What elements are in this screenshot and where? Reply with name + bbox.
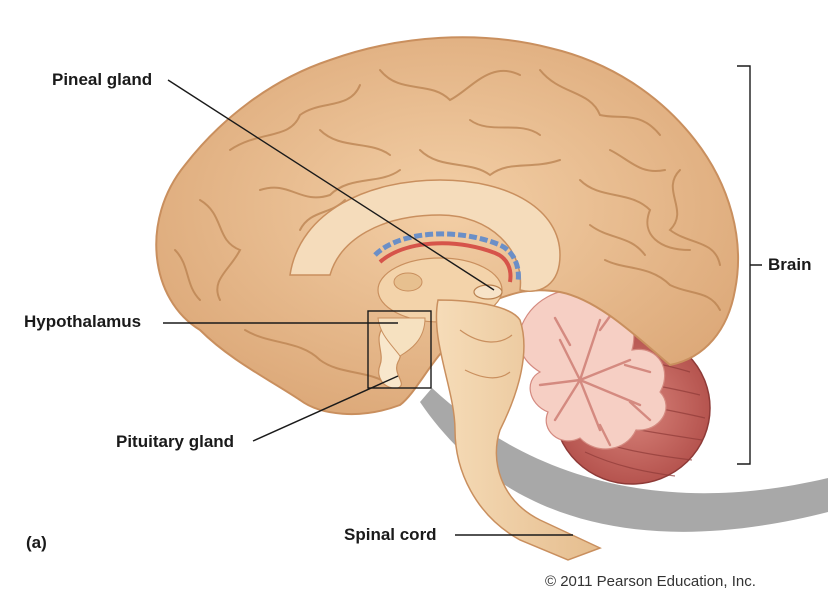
- leader-lines: [163, 65, 762, 536]
- brain-bracket: [737, 65, 762, 465]
- label-spinal-cord: Spinal cord: [344, 525, 437, 544]
- hypothalamus-box: [367, 310, 432, 389]
- hypothalamus-region: [377, 317, 426, 357]
- label-pituitary-gland: Pituitary gland: [116, 432, 235, 451]
- cerebrum: [155, 36, 739, 415]
- corpus-callosum: [289, 179, 561, 292]
- cerebral-gyri: [174, 69, 721, 386]
- copyright-notice: © 2011 Pearson Education, Inc.: [545, 573, 756, 590]
- pineal-gland: [473, 284, 503, 300]
- label-hypothalamus: Hypothalamus: [24, 312, 142, 331]
- leader-pituitary: [252, 375, 399, 442]
- brainstem: [435, 299, 602, 561]
- lateral-ventricle: [373, 231, 521, 283]
- label-brain: Brain: [768, 255, 812, 274]
- skull-band: [420, 388, 828, 532]
- leader-pineal: [167, 79, 495, 291]
- panel-label: (a): [26, 533, 47, 552]
- label-pineal-gland: Pineal gland: [52, 70, 153, 89]
